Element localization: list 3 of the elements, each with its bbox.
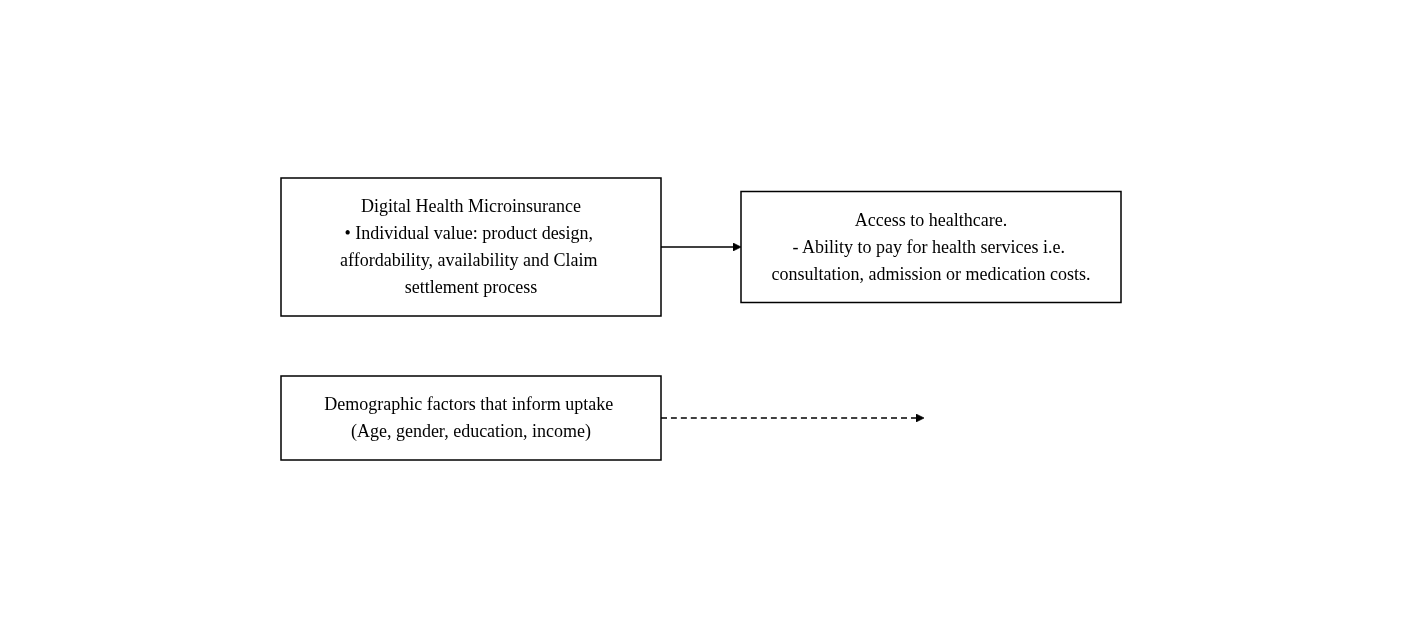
node-box: Access to healthcare. - Ability to pay for health services i.e. consultation, admission or medication costs. — [740, 190, 1122, 303]
node-box: Digital Health Microinsurance • Individual value: product design, affordability, availability and Claim settlement process — [280, 176, 662, 317]
node-box: Demographic factors that inform uptake (Age, gender, education, income) — [280, 374, 662, 461]
